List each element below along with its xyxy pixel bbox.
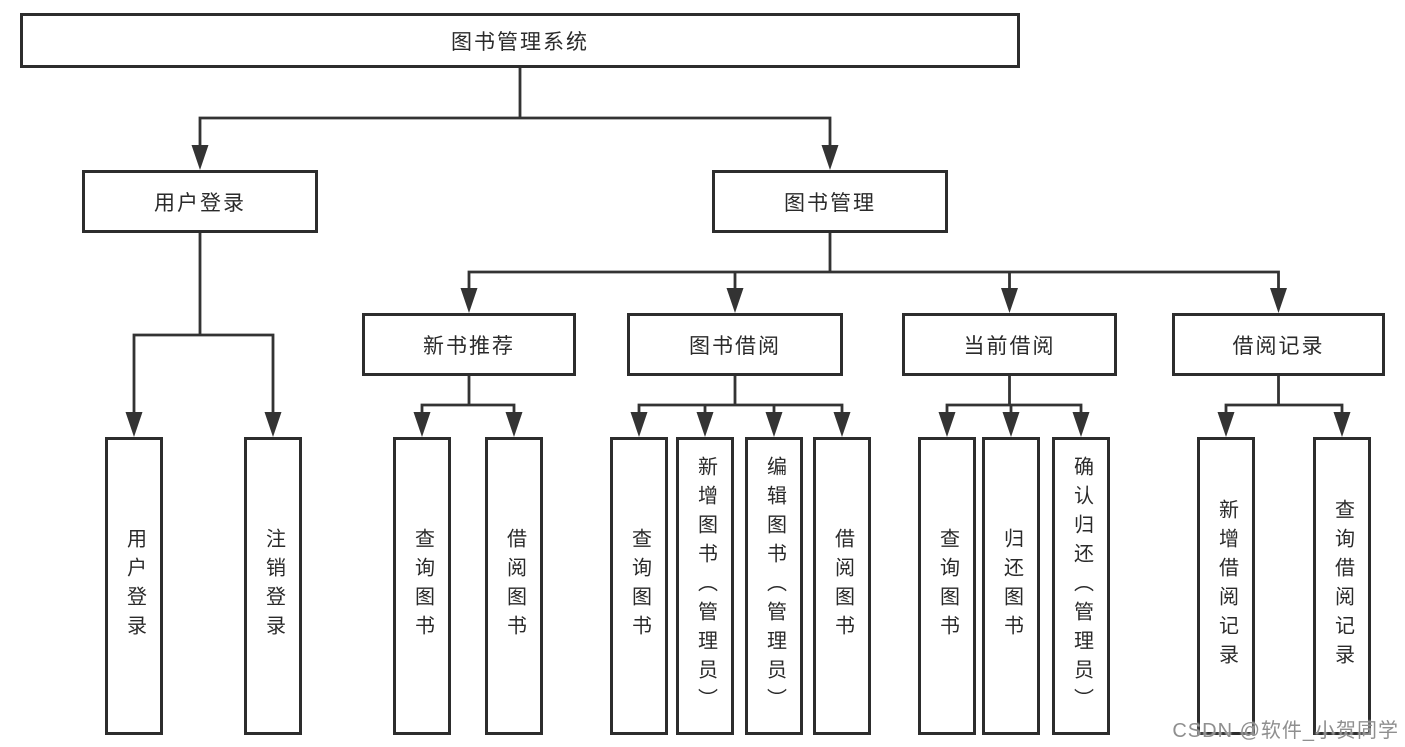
watermark: CSDN @软件_小贺同学 xyxy=(1172,714,1399,743)
leaf-borrow-books-recommend: 借阅图书 xyxy=(485,437,543,735)
leaf-add-borrow-record: 新增借阅记录 xyxy=(1197,437,1255,735)
leaf-logout-label: 注销登录 xyxy=(262,528,285,644)
node-user-login-label: 用户登录 xyxy=(154,191,246,215)
node-borrowing-records: 借阅记录 xyxy=(1172,313,1385,376)
watermark-text: CSDN @软件_小贺同学 xyxy=(1172,720,1399,742)
leaf-query-books-recommend-label: 查询图书 xyxy=(411,528,434,644)
leaf-add-borrow-record-label: 新增借阅记录 xyxy=(1215,499,1238,673)
leaf-query-books-borrow-label: 查询图书 xyxy=(628,528,651,644)
node-book-management: 图书管理 xyxy=(712,170,948,233)
arrowhead-icons xyxy=(125,145,1351,437)
leaf-user-login-label: 用户登录 xyxy=(123,528,146,644)
leaf-edit-book-admin-label: 编辑图书（管理员） xyxy=(763,455,786,717)
leaf-confirm-return-admin-label: 确认归还（管理员） xyxy=(1070,455,1093,717)
leaf-query-books-borrow: 查询图书 xyxy=(610,437,668,735)
leaf-add-book-admin: 新增图书（管理员） xyxy=(676,437,734,735)
node-current-borrowing: 当前借阅 xyxy=(902,313,1117,376)
node-new-book-recommendation-label: 新书推荐 xyxy=(423,334,515,358)
node-book-borrowing: 图书借阅 xyxy=(627,313,843,376)
leaf-query-borrow-record-label: 查询借阅记录 xyxy=(1331,499,1354,673)
leaf-logout: 注销登录 xyxy=(244,437,302,735)
leaf-return-books-label: 归还图书 xyxy=(1000,528,1023,644)
leaf-return-books: 归还图书 xyxy=(982,437,1040,735)
leaf-user-login: 用户登录 xyxy=(105,437,163,735)
leaf-borrow-books-borrow-label: 借阅图书 xyxy=(831,528,854,644)
leaf-edit-book-admin: 编辑图书（管理员） xyxy=(745,437,803,735)
node-system-root-label: 图书管理系统 xyxy=(451,30,589,54)
node-new-book-recommendation: 新书推荐 xyxy=(362,313,576,376)
leaf-query-books-current: 查询图书 xyxy=(918,437,976,735)
leaf-query-borrow-record: 查询借阅记录 xyxy=(1313,437,1371,735)
leaf-add-book-admin-label: 新增图书（管理员） xyxy=(694,455,717,717)
node-book-borrowing-label: 图书借阅 xyxy=(689,334,781,358)
node-borrowing-records-label: 借阅记录 xyxy=(1232,334,1325,358)
leaf-borrow-books-borrow: 借阅图书 xyxy=(813,437,871,735)
tree-lines xyxy=(132,68,1344,415)
leaf-borrow-books-recommend-label: 借阅图书 xyxy=(503,528,526,644)
leaf-confirm-return-admin: 确认归还（管理员） xyxy=(1052,437,1110,735)
node-book-management-label: 图书管理 xyxy=(784,191,876,215)
node-system-root: 图书管理系统 xyxy=(20,13,1020,68)
node-user-login: 用户登录 xyxy=(82,170,318,233)
leaf-query-books-recommend: 查询图书 xyxy=(393,437,451,735)
leaf-query-books-current-label: 查询图书 xyxy=(936,528,959,644)
node-current-borrowing-label: 当前借阅 xyxy=(963,334,1056,358)
